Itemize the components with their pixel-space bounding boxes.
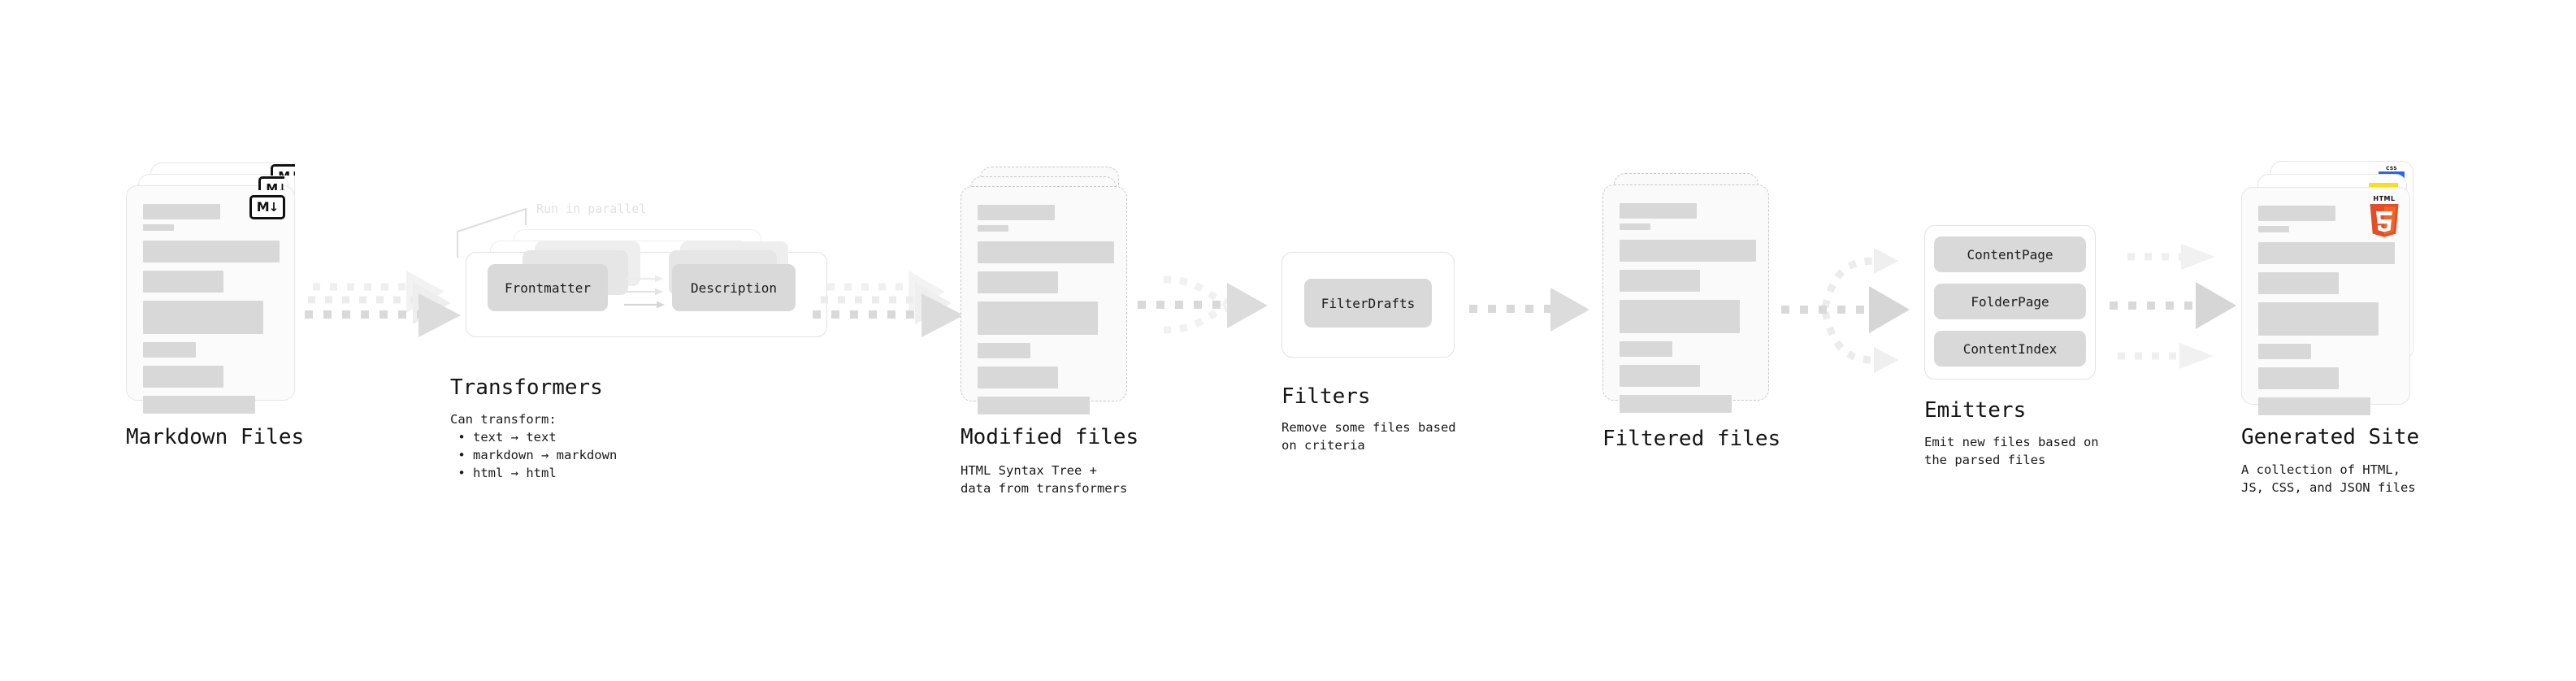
skeleton-bar (978, 301, 1098, 335)
skeleton-bar (978, 271, 1058, 293)
emitters-chip-contentpage[interactable]: ContentPage (1934, 236, 2086, 272)
modified-card-front (961, 186, 1127, 414)
run-in-parallel-label: Run in parallel (536, 202, 647, 216)
skeleton-bar (143, 366, 223, 388)
skeleton-bar (2258, 367, 2339, 389)
emitters-chip-contentindex[interactable]: ContentIndex (1934, 331, 2086, 367)
skeleton-bar (1620, 395, 1732, 413)
markdown-card-front: M↓ (126, 185, 295, 414)
filters-chip-filterdrafts[interactable]: FilterDrafts (1304, 279, 1432, 327)
skeleton-bar (978, 367, 1058, 388)
markdown-badge-icon-back-1: M↓ (258, 176, 284, 190)
markdown-badge-icon: M↓ (249, 195, 285, 219)
arrow-filtered-to-emitters (1781, 248, 1910, 373)
skeleton-bar (978, 205, 1055, 220)
skeleton-bar (1620, 365, 1700, 387)
skeleton-bar (978, 343, 1030, 358)
skeleton-bar (143, 224, 174, 231)
arrow-emitters-to-site (2110, 244, 2236, 369)
markdown-badge-icon-back-2: M↓ (271, 164, 295, 176)
arrow-filters-to-filtered (1469, 288, 1589, 332)
skeleton-bar (143, 241, 280, 262)
skeleton-bar (143, 342, 196, 358)
skeleton-bar (2258, 302, 2379, 336)
stage-subtitle-emitters: Emit new files based on the parsed files (1924, 435, 2099, 467)
skeleton-bar (978, 241, 1114, 263)
stage-subtitle-generated-site: A collection of HTML, JS, CSS, and JSON … (2241, 462, 2416, 495)
css-badge-label: CSS (2386, 166, 2397, 171)
stage-title-markdown-files: Markdown Files (126, 425, 305, 449)
html5-badge-label: HTML (2373, 195, 2396, 202)
stage-subtitle-transformers: Can transform: • text → text • markdown … (450, 412, 618, 480)
stage-subtitle-filters: Remove some files based on criteria (1281, 420, 1456, 453)
markdown-badge-arrow: ↓ (268, 199, 280, 215)
markdown-badge-letter: M (256, 199, 270, 215)
transformer-chip-frontmatter[interactable]: Frontmatter (488, 264, 608, 311)
stage-title-filtered-files: Filtered files (1602, 427, 1781, 451)
run-in-parallel-bracket (457, 207, 527, 258)
stage-title-modified-files: Modified files (961, 425, 1139, 449)
emitters-chip-folderpage[interactable]: FolderPage (1934, 284, 2086, 319)
skeleton-bar (978, 397, 1090, 414)
skeleton-bar (2258, 206, 2335, 221)
site-card-front-html: HTML (2241, 187, 2410, 415)
skeleton-bar (1620, 270, 1700, 292)
skeleton-bar (2258, 397, 2370, 415)
skeleton-bar (1620, 300, 1740, 333)
skeleton-bar (1620, 341, 1672, 357)
skeleton-bars (143, 204, 280, 414)
filtered-card-front (1602, 184, 1769, 413)
stage-title-generated-site: Generated Site (2241, 425, 2420, 449)
transformer-chip-description[interactable]: Description (672, 264, 796, 311)
skeleton-bar (143, 396, 255, 414)
skeleton-bar (2258, 344, 2311, 359)
stage-title-transformers: Transformers (450, 375, 603, 400)
arrow-modified-to-filters (1138, 275, 1268, 334)
skeleton-bar (2258, 226, 2289, 232)
stage-title-emitters: Emitters (1924, 398, 2027, 423)
skeleton-bar (2258, 272, 2339, 294)
skeleton-bar (143, 301, 263, 334)
skeleton-bar (143, 271, 223, 293)
arrow-markdown-to-transformers (305, 271, 461, 337)
skeleton-bar (1620, 240, 1756, 262)
skeleton-bar (1620, 203, 1697, 219)
skeleton-bar (1620, 223, 1650, 230)
skeleton-bar (978, 225, 1008, 232)
transformer-inner-arrows (624, 275, 665, 309)
arrow-transformers-to-modified (813, 271, 964, 337)
stage-subtitle-modified-files: HTML Syntax Tree + data from transformer… (961, 463, 1128, 496)
skeleton-bars (2258, 206, 2395, 415)
stage-title-filters: Filters (1281, 384, 1371, 409)
html5-badge-icon: HTML (2367, 195, 2401, 237)
skeleton-bar (143, 204, 220, 219)
skeleton-bars (1620, 203, 1756, 413)
skeleton-bar (2258, 242, 2395, 264)
skeleton-bars (978, 205, 1114, 414)
